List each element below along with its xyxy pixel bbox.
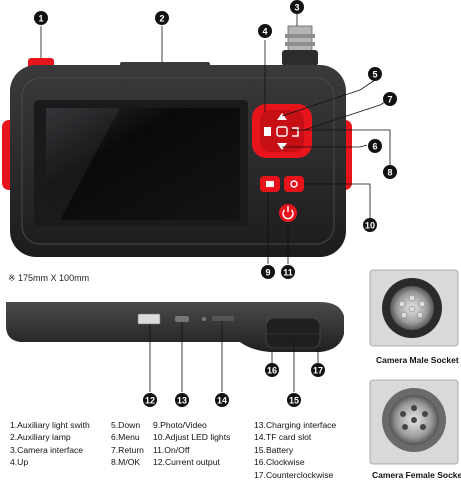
usb-port [138, 314, 160, 324]
legend-item: 14.TF card slot [254, 431, 336, 443]
device-side-view [6, 302, 344, 352]
callout-number: 11 [283, 268, 293, 278]
callout-number: 3 [294, 3, 299, 13]
callout-number: 14 [217, 396, 227, 406]
legend-column-1: 1.Auxiliary light swith 2.Auxiliary lamp… [10, 419, 90, 469]
legend-item: 3.Camera interface [10, 444, 90, 456]
callout-number: 1 [38, 14, 43, 24]
legend-item: 15.Battery [254, 444, 336, 456]
legend-item: 6.Menu [111, 431, 144, 443]
legend-item: 17.Counterclockwise [254, 469, 336, 481]
female-socket-photo [370, 380, 458, 464]
legend-item: 9.Photo/Video [153, 419, 230, 431]
legend-item: 1.Auxiliary light swith [10, 419, 90, 431]
legend-item: 10.Adjust LED lights [153, 431, 230, 443]
callout-number: 5 [372, 70, 377, 80]
legend-item: 5.Down [111, 419, 144, 431]
callout-number: 9 [265, 268, 270, 278]
male-socket-caption: Camera Male Socket [376, 355, 459, 365]
male-socket-photo [370, 270, 458, 346]
legend-item: 11.On/Off [153, 444, 230, 456]
battery-cover [266, 318, 320, 348]
callout-number: 13 [177, 396, 187, 406]
callout-number: 4 [262, 27, 267, 37]
legend-column-2: 5.Down 6.Menu 7.Return 8.M/OK [111, 419, 144, 469]
callout-number: 12 [145, 396, 155, 406]
legend-item: 4.Up [10, 456, 90, 468]
legend-column-3: 9.Photo/Video 10.Adjust LED lights 11.On… [153, 419, 230, 469]
control-pad [252, 104, 312, 158]
callout-number: 17 [313, 366, 323, 376]
legend-item: 8.M/OK [111, 456, 144, 468]
female-socket-caption: Camera Female Socket [372, 470, 461, 480]
callout-number: 2 [159, 14, 164, 24]
legend-item: 13.Charging interface [254, 419, 336, 431]
legend-item: 2.Auxiliary lamp [10, 431, 90, 443]
led-adjust-button [284, 176, 304, 192]
callout-number: 6 [372, 142, 377, 152]
callout-number: 16 [267, 366, 277, 376]
callout-number: 8 [387, 168, 392, 178]
callout-number: 10 [365, 221, 375, 231]
callout-number: 15 [289, 396, 299, 406]
legend-item: 16.Clockwise [254, 456, 336, 468]
menu-icon [264, 127, 271, 136]
callout-number: 7 [387, 95, 392, 105]
tf-card-slot [212, 316, 234, 321]
camera-interface-connector [282, 26, 318, 66]
dimension-note: ※ 175mm X 100mm [8, 273, 89, 284]
legend-column-4: 13.Charging interface 14.TF card slot 15… [254, 419, 336, 481]
charging-port [175, 316, 189, 322]
legend-item: 7.Return [111, 444, 144, 456]
legend-item: 12.Current output [153, 456, 230, 468]
